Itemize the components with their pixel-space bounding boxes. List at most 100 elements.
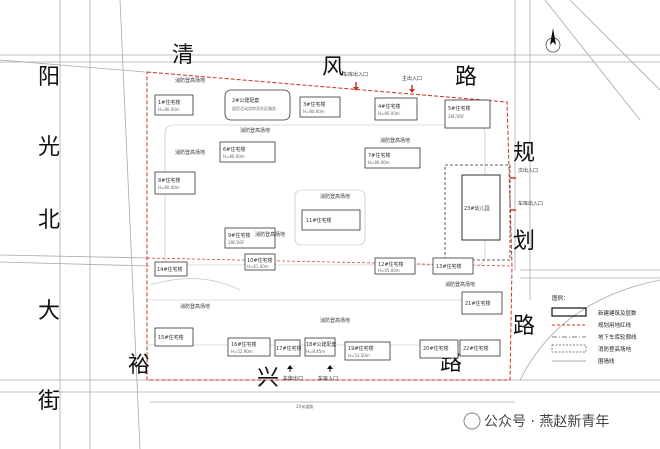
fire-site-labels: 消防登高场地 消防登高场地 消防登高场地 消防登高场地 消防登高场地 消防登高场… <box>175 77 475 324</box>
svg-text:消防登高场地: 消防登高场地 <box>175 77 205 84</box>
svg-text:H=80.00m: H=80.00m <box>223 154 245 159</box>
svg-text:消防登高场地: 消防登高场地 <box>240 127 270 134</box>
road-east-char-1: 规 <box>513 141 535 166</box>
svg-text:消防登高场地: 消防登高场地 <box>175 149 205 156</box>
building-3: 3#住宅楼 H=80.00m <box>299 96 341 118</box>
gate-north-main: 主出入口 <box>402 75 422 93</box>
svg-text:17#住宅楼: 17#住宅楼 <box>276 345 302 352</box>
building-5: 5#住宅楼 28F/26F <box>444 99 491 129</box>
svg-text:居民活动用房及社区服务: 居民活动用房及社区服务 <box>232 105 276 111</box>
svg-text:消防登高场地: 消防登高场地 <box>320 193 350 200</box>
road-west-char-1: 阳 <box>38 65 60 90</box>
svg-text:H=80.00m: H=80.00m <box>303 109 325 114</box>
svg-text:车库出入口: 车库出入口 <box>518 200 543 207</box>
road-east-char-3: 路 <box>513 314 535 339</box>
gate-south-vehicle: 车库出口 <box>283 365 303 382</box>
building-21: 21#住宅楼 <box>461 291 503 315</box>
road-south-char-2: 兴 <box>257 366 279 391</box>
svg-text:22#住宅楼: 22#住宅楼 <box>463 345 489 352</box>
road-north-char-1: 清 <box>172 43 194 68</box>
svg-text:消防登高场地: 消防登高场地 <box>320 317 350 324</box>
svg-text:28F/26F: 28F/26F <box>228 240 245 245</box>
road-west-char-2: 光 <box>38 135 60 160</box>
building-7: 7#住宅楼 H=80.00m <box>364 147 421 169</box>
legend: 图例： 新建建筑及层数 规划用地红线 地下车库轮廓线 消防登高场地 围墙线 <box>551 294 637 365</box>
svg-text:消防登高场地: 消防登高场地 <box>445 281 475 288</box>
road-south-char-1: 裕 <box>128 353 150 378</box>
building-11: 11#住宅楼 <box>301 209 361 231</box>
building-18-service: 18#公建配套 H=8.45m <box>304 337 337 357</box>
road-east-char-2: 划 <box>513 229 535 254</box>
road-north-char-2: 风 <box>322 55 344 80</box>
svg-text:消防登高场地: 消防登高场地 <box>598 345 632 353</box>
svg-text:H=80.00m: H=80.00m <box>378 111 400 116</box>
svg-text:车库入口: 车库入口 <box>318 375 338 382</box>
svg-text:规划用地红线: 规划用地红线 <box>598 321 632 329</box>
building-15: 15#住宅楼 <box>154 327 194 347</box>
svg-text:次出入口: 次出入口 <box>518 167 538 174</box>
legend-swatch-building <box>551 307 587 317</box>
svg-text:18#公建配套: 18#公建配套 <box>306 341 337 348</box>
north-arrow-icon <box>545 28 561 53</box>
svg-text:7#住宅楼: 7#住宅楼 <box>368 152 390 159</box>
building-9: 9#住宅楼 28F/26F <box>224 227 276 249</box>
svg-text:H=52.90m: H=52.90m <box>231 349 253 354</box>
svg-text:5#住宅楼: 5#住宅楼 <box>448 105 470 112</box>
road-west-char-3: 北 <box>38 208 60 233</box>
svg-text:地下车库轮廓线: 地下车库轮廓线 <box>598 333 637 341</box>
kindergarten-boundary <box>444 164 511 261</box>
svg-text:消防登高场地: 消防登高场地 <box>380 137 410 144</box>
svg-text:车库出入口: 车库出入口 <box>343 71 368 78</box>
svg-text:主出入口: 主出入口 <box>402 75 422 82</box>
watermark: 公众号 · 燕赵新青年 <box>463 412 609 430</box>
building-10: 10#住宅楼 H=61.00m <box>244 253 276 271</box>
svg-text:9#住宅楼: 9#住宅楼 <box>228 232 250 239</box>
svg-text:H=80.00m: H=80.00m <box>158 185 180 190</box>
building-1: 1#住宅楼 H=80.00m <box>154 94 194 116</box>
legend-title: 图例： <box>552 294 569 302</box>
building-4: 4#住宅楼 H=80.00m <box>374 97 418 121</box>
svg-text:11#住宅楼: 11#住宅楼 <box>306 217 332 224</box>
svg-text:H=45.00m: H=45.00m <box>378 268 400 273</box>
building-22: 22#住宅楼 <box>459 339 501 357</box>
building-12: 12#住宅楼 H=45.00m <box>374 257 416 275</box>
svg-text:20#住宅楼: 20#住宅楼 <box>423 345 449 352</box>
svg-text:6#住宅楼: 6#住宅楼 <box>223 146 245 153</box>
gate-north-vehicle: 车库出入口 <box>343 71 368 91</box>
svg-text:21#住宅楼: 21#住宅楼 <box>465 300 491 307</box>
building-19: 19#住宅楼 H=53.50m <box>344 341 391 361</box>
svg-text:16#住宅楼: 16#住宅楼 <box>231 341 257 348</box>
svg-text:8#住宅楼: 8#住宅楼 <box>158 177 180 184</box>
building-17: 17#住宅楼 <box>274 339 302 357</box>
internal-paths <box>147 124 500 346</box>
building-8: 8#住宅楼 H=80.00m <box>154 171 196 195</box>
svg-text:消防登高场地: 消防登高场地 <box>180 303 210 310</box>
svg-text:公众号 · 燕赵新青年: 公众号 · 燕赵新青年 <box>484 414 609 430</box>
gate-east-main: 次出入口 <box>510 167 538 179</box>
legend-swatch-fire <box>551 344 587 353</box>
svg-text:1#住宅楼: 1#住宅楼 <box>158 99 180 106</box>
redline-divider <box>146 257 513 267</box>
building-13: 13#住宅楼 <box>432 257 474 275</box>
redline-boundary <box>146 71 513 381</box>
gate-east-vehicle: 车库出入口 <box>510 200 543 211</box>
svg-text:新建建筑及层数: 新建建筑及层数 <box>598 309 637 317</box>
svg-text:15#住宅楼: 15#住宅楼 <box>158 334 184 341</box>
building-6: 6#住宅楼 H=80.00m <box>219 141 276 163</box>
building-2-service: 2#公建配套 居民活动用房及社区服务 <box>224 89 291 121</box>
building-16: 16#住宅楼 H=52.90m <box>227 337 271 357</box>
svg-text:19#住宅楼: 19#住宅楼 <box>348 345 374 352</box>
svg-text:车库出口: 车库出口 <box>283 375 303 382</box>
svg-text:消防登高场地: 消防登高场地 <box>255 231 285 238</box>
south-road-width-label: 20米道路 <box>296 403 313 409</box>
building-23-kindergarten: 23#幼儿园 <box>461 174 501 241</box>
svg-text:H=80.00m: H=80.00m <box>158 107 180 112</box>
road-north-char-3: 路 <box>455 65 477 90</box>
svg-text:28F/26F: 28F/26F <box>448 114 465 119</box>
svg-text:H=61.00m: H=61.00m <box>247 264 269 269</box>
svg-text:围墙线: 围墙线 <box>598 357 615 365</box>
svg-text:H=80.00m: H=80.00m <box>368 160 390 165</box>
svg-text:12#住宅楼: 12#住宅楼 <box>378 261 404 268</box>
